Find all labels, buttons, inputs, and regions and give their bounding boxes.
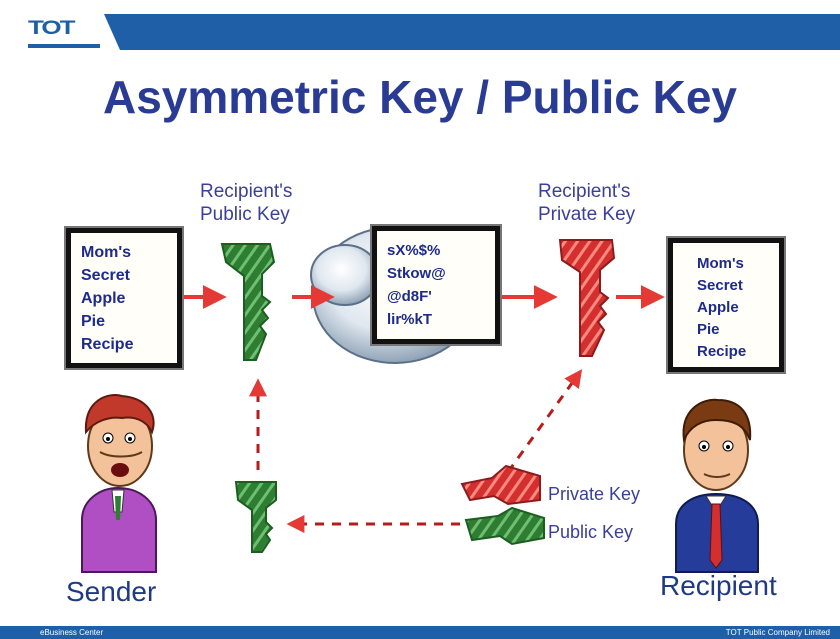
note-line: Apple (81, 290, 126, 307)
ciphertext-message-note: sX%$% Stkow@ @d8F' lir%kT (372, 226, 500, 344)
note-line: Secret (81, 267, 130, 284)
private-key-label: Private Key (548, 484, 641, 504)
caption-line: Recipient's (200, 181, 293, 202)
note-line: Pie (81, 313, 106, 330)
note-line: Stkow@ (387, 265, 446, 282)
note-line: Mom's (81, 244, 132, 261)
key-pair-private-icon (460, 464, 541, 506)
note-line: Apple (697, 299, 739, 316)
caption-line: Public Key (200, 204, 290, 225)
note-line: @d8F' (387, 288, 432, 305)
note-line: Pie (697, 321, 720, 338)
recipient-label: Recipient (660, 570, 777, 601)
recipient-public-key-caption: Recipient's Public Key (200, 180, 292, 226)
public-key-icon (220, 243, 276, 361)
note-line: Recipe (81, 336, 134, 353)
key-pair-public-icon (464, 506, 545, 546)
header-bar (120, 14, 840, 50)
plaintext-message-note: Mom's Secret Apple Pie Recipe (66, 228, 182, 368)
tot-logo: TOT (28, 16, 76, 39)
sender-person-icon (81, 394, 157, 573)
footer-left-text: eBusiness Center (40, 628, 104, 637)
note-line: lir%kT (387, 311, 433, 328)
logo-underline (28, 44, 100, 48)
note-line: Secret (697, 277, 743, 294)
caption-line: Recipient's (538, 181, 631, 202)
sender-public-key-icon (234, 481, 277, 553)
header-bar-notch (104, 14, 120, 50)
decrypted-message-note: Mom's Secret Apple Pie Recipe (668, 238, 784, 372)
private-key-icon (558, 239, 616, 357)
note-line: Recipe (697, 343, 747, 360)
recipient-private-key-caption: Recipient's Private Key (538, 180, 635, 226)
note-line: Mom's (697, 255, 744, 272)
public-key-label: Public Key (548, 522, 634, 542)
footer-right-text: TOT Public Company Limited (725, 628, 830, 637)
sender-label: Sender (66, 576, 157, 607)
slide-title: Asymmetric Key / Public Key (102, 71, 738, 123)
recipient-person-icon (675, 398, 759, 573)
footer-bar (0, 626, 840, 639)
dashed-arrow-private-key-up (506, 369, 583, 473)
note-line: sX%$% (387, 242, 441, 259)
caption-line: Private Key (538, 204, 636, 225)
